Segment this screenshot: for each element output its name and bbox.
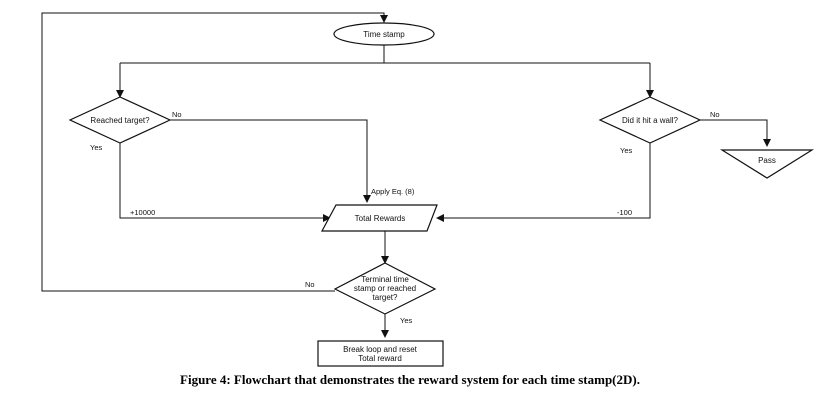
edge-labels: No Yes No Yes Apply Eq. (8) +10000 -100 … — [90, 110, 720, 325]
hit-wall-label: Did it hit a wall? — [622, 116, 679, 125]
terminal-yes-label: Yes — [400, 316, 412, 325]
break-loop-label-line1: Break loop and reset — [343, 345, 418, 354]
pass-node — [719, 149, 815, 179]
terminal-no-label: No — [305, 280, 315, 289]
terminal-label-line3: target? — [373, 293, 398, 302]
pass-label: Pass — [758, 156, 776, 165]
terminal-diamond — [333, 262, 437, 315]
reached-target-diamond — [68, 96, 172, 144]
reached-no-edge — [170, 119, 371, 203]
total-rewards-node — [320, 204, 438, 232]
reached-yes-edge — [119, 143, 331, 222]
figure-caption: Figure 4: Flowchart that demonstrates th… — [180, 372, 640, 387]
hit-wall-diamond — [598, 96, 702, 144]
loop-back-edge — [41, 12, 388, 292]
reached-no-label: No — [172, 110, 182, 119]
nodes — [68, 22, 815, 367]
plus-reward-label: +10000 — [130, 208, 155, 217]
terminal-label-line1: Terminal time — [361, 275, 409, 284]
total-rewards-label: Total Rewards — [355, 214, 406, 223]
time-stamp-label: Time stamp — [363, 30, 405, 39]
minus-reward-label: -100 — [617, 208, 632, 217]
wall-yes-edge — [436, 143, 651, 222]
break-loop-label-line2: Total reward — [358, 354, 402, 363]
terminal-label-line2: stamp or reached — [354, 284, 416, 293]
wall-no-label: No — [710, 110, 720, 119]
reached-yes-label: Yes — [90, 143, 102, 152]
edges — [41, 12, 771, 338]
wall-yes-label: Yes — [620, 146, 632, 155]
reached-target-label: Reached target? — [90, 116, 150, 125]
node-labels: Time stamp Reached target? Did it hit a … — [90, 30, 775, 363]
break-loop-node — [317, 340, 444, 367]
time-stamp-node — [333, 22, 435, 46]
apply-eq-label: Apply Eq. (8) — [371, 187, 415, 196]
wall-no-edge — [700, 119, 771, 147]
